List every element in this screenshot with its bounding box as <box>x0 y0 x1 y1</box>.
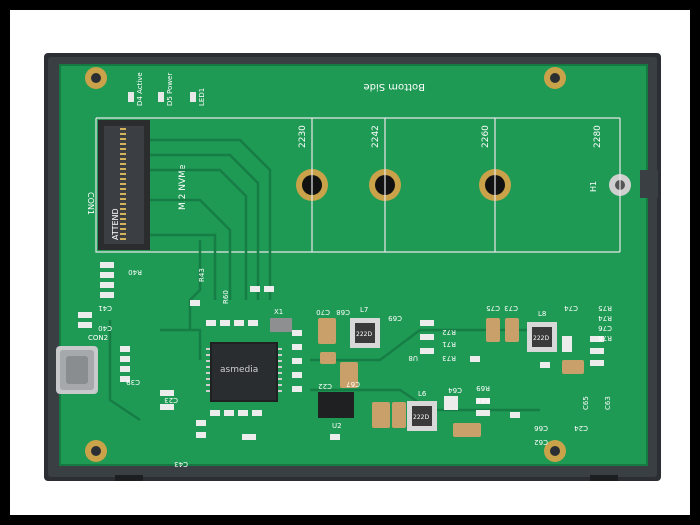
l6-code: 222D <box>413 414 429 421</box>
r69-label: R69 <box>476 384 490 392</box>
r73-label: R73 <box>442 354 456 362</box>
bottom-side-label: Bottom Side <box>364 81 425 92</box>
u8-label: U8 <box>408 354 418 362</box>
c75-label: C75 <box>486 304 500 312</box>
r43-label: R43 <box>198 268 206 282</box>
controller-chip: asmedia <box>206 342 282 402</box>
c68-label: C68 <box>336 308 350 316</box>
c62-label: C62 <box>534 438 548 446</box>
r74-label: R74 <box>598 314 612 322</box>
c24-label: C24 <box>574 424 588 432</box>
led-label-led1: LED1 <box>198 88 206 106</box>
c70-label: C70 <box>316 308 330 316</box>
l8-label: L8 <box>538 310 546 318</box>
c74-label: C74 <box>564 304 578 312</box>
c69-label: C69 <box>388 314 402 322</box>
l7-code: 222D <box>356 331 372 338</box>
r72-label: R72 <box>442 328 456 336</box>
c66-label: C66 <box>534 424 548 432</box>
con2-label: CON2 <box>88 334 108 342</box>
size-label-2230: 2230 <box>298 125 308 148</box>
c64-label: C64 <box>448 386 462 394</box>
chip-brand: asmedia <box>220 365 258 375</box>
component-labels: R40 C41 C40 C39 C23 R43 R60 C43 C70 C68 … <box>98 268 612 468</box>
r75-label: R75 <box>598 304 612 312</box>
crystal-x1 <box>270 318 292 332</box>
inductors: 222D 222D 222D <box>350 318 557 431</box>
status-leds: D4 Active D5 Power LED1 <box>128 72 206 106</box>
regulator-u2 <box>318 392 354 418</box>
u2-label: U2 <box>332 422 342 430</box>
c40-label: C40 <box>98 324 112 332</box>
photo-frame: 2230 2242 2260 2280 H1 Bottom Side ATTEN… <box>10 10 690 515</box>
x1-label: X1 <box>274 308 283 316</box>
c43-label: C43 <box>174 460 188 468</box>
led-label-active: D4 Active <box>136 72 144 106</box>
c63-label: C63 <box>604 396 612 410</box>
r76-label: R76 <box>598 334 612 342</box>
size-label-2242: 2242 <box>371 125 381 148</box>
c23-label: C23 <box>164 396 178 404</box>
size-label-2280: 2280 <box>593 125 603 148</box>
c67-label: C67 <box>346 380 360 388</box>
l8-code: 222D <box>533 335 549 342</box>
r68-label: R68 <box>476 396 490 404</box>
c22-label: C22 <box>318 382 332 390</box>
size-labels: 2230 2242 2260 2280 H1 <box>298 125 603 192</box>
con1-label: CON1 <box>86 192 95 215</box>
size-label-2260: 2260 <box>481 125 491 148</box>
smd-components <box>78 262 604 440</box>
led-label-power: D5 Power <box>166 73 174 106</box>
c39-label: C39 <box>126 378 140 386</box>
r60-label: R60 <box>222 290 230 304</box>
adapter-board-photo: 2230 2242 2260 2280 H1 Bottom Side ATTEN… <box>44 53 661 481</box>
connector-text: ATTEND <box>111 208 120 240</box>
c73-label: C73 <box>504 304 518 312</box>
ssd-outline <box>95 117 621 253</box>
capacitors <box>318 318 584 437</box>
m2-connector: ATTEND <box>98 120 150 250</box>
r40-label: R40 <box>128 268 142 276</box>
m2-nvme-label: M.2 NVMe <box>178 164 188 210</box>
c65-label: C65 <box>582 396 590 410</box>
mounting-holes <box>85 67 566 462</box>
h1-label: H1 <box>589 181 598 192</box>
r71-label: R71 <box>442 340 456 348</box>
l7-label: L7 <box>360 306 368 314</box>
c76-label: C76 <box>598 324 612 332</box>
c41-label: C41 <box>98 304 112 312</box>
usb-c-connector <box>56 346 98 394</box>
l6-label: L6 <box>418 390 427 398</box>
